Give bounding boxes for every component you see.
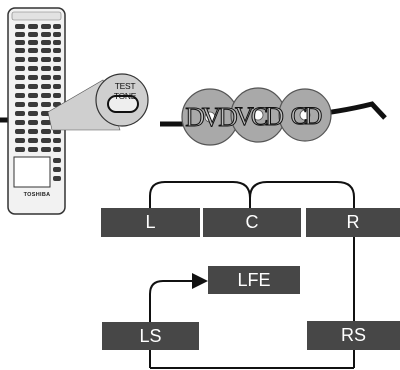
disc-dvd-icon — [181, 88, 239, 146]
remote-button-grid — [15, 24, 61, 181]
test-tone-button-icon — [107, 95, 139, 113]
speaker-center-label: C — [203, 208, 301, 237]
speaker-right-surround-label: RS — [307, 321, 400, 350]
remote-brand-logo: TOSHIBA — [23, 192, 51, 198]
callout-magnifier — [47, 73, 149, 131]
speaker-right-label: R — [306, 208, 400, 237]
speaker-subwoofer-label: LFE — [208, 266, 300, 294]
disc-dvd-label: DVD — [185, 102, 237, 132]
disc-cd-icon — [278, 88, 332, 142]
speaker-left-label: L — [101, 208, 200, 237]
routing-lines — [149, 181, 355, 369]
speaker-left-surround-label: LS — [102, 322, 199, 350]
test-tone-callout-label: TEST TONE — [113, 81, 137, 101]
disc-vcd-label: VCD — [235, 102, 283, 131]
disc-cd-label: CD — [291, 103, 323, 130]
